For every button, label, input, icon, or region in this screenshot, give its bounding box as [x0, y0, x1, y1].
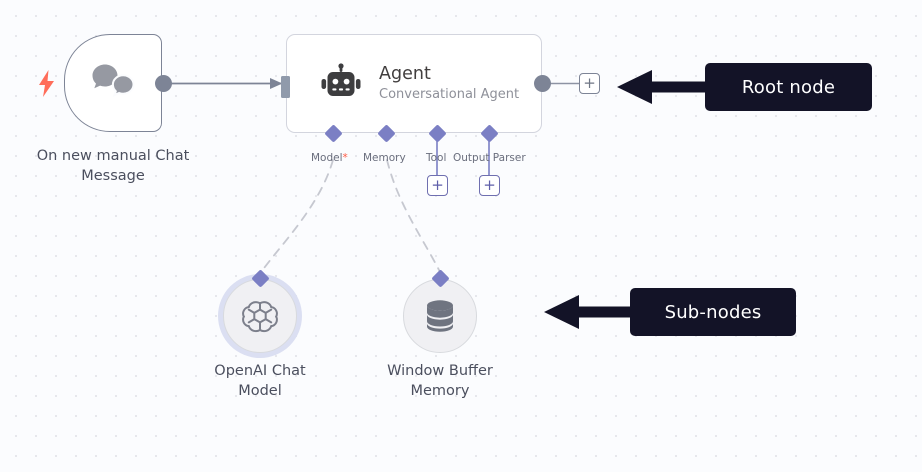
database-icon	[424, 299, 456, 333]
node-caption-openai-chat-model: OpenAI Chat Model	[180, 361, 340, 401]
node-caption-trigger: On new manual Chat Message	[36, 148, 190, 184]
trigger-output-port[interactable]	[155, 75, 172, 92]
node-window-buffer-memory[interactable]	[403, 279, 477, 353]
lightning-bolt-icon	[38, 70, 54, 97]
robot-icon	[319, 62, 363, 106]
chat-bubbles-icon	[90, 62, 136, 104]
caption-line-1: OpenAI Chat	[214, 363, 306, 379]
caption-line-2: Memory	[410, 383, 470, 399]
connection-model-to-openai	[260, 159, 334, 273]
sub-nodes-arrow	[544, 295, 637, 329]
agent-output-port[interactable]	[534, 75, 551, 92]
node-caption-window-buffer-memory: Window Buffer Memory	[360, 361, 520, 401]
node-agent[interactable]: Agent Conversational Agent	[286, 34, 542, 133]
agent-port-label-model: Model*	[311, 152, 348, 164]
agent-subtitle: Conversational Agent	[379, 87, 520, 102]
add-output-parser-node-button[interactable]: +	[479, 175, 500, 196]
agent-add-node-button[interactable]: +	[579, 73, 600, 94]
root-node-arrow	[617, 70, 712, 104]
agent-port-label-output-parser: Output Parser	[453, 152, 526, 164]
agent-title: Agent	[379, 64, 431, 84]
annotation-sub-nodes: Sub-nodes	[630, 288, 796, 336]
port-label-text-model: Model	[311, 152, 343, 164]
caption-line-2: Model	[238, 383, 282, 399]
port-required-marker-model: *	[342, 152, 348, 164]
agent-port-label-memory: Memory	[363, 152, 406, 164]
agent-port-label-tool: Tool	[426, 152, 447, 164]
annotation-root-node: Root node	[705, 63, 872, 111]
agent-input-port[interactable]	[281, 76, 290, 98]
agent-labels: Agent Conversational Agent	[379, 64, 519, 103]
node-chat-trigger[interactable]	[64, 34, 162, 132]
caption-line-1: Window Buffer	[387, 363, 493, 379]
node-openai-chat-model[interactable]	[223, 279, 297, 353]
openai-logo-icon	[241, 297, 279, 335]
add-tool-node-button[interactable]: +	[427, 175, 448, 196]
